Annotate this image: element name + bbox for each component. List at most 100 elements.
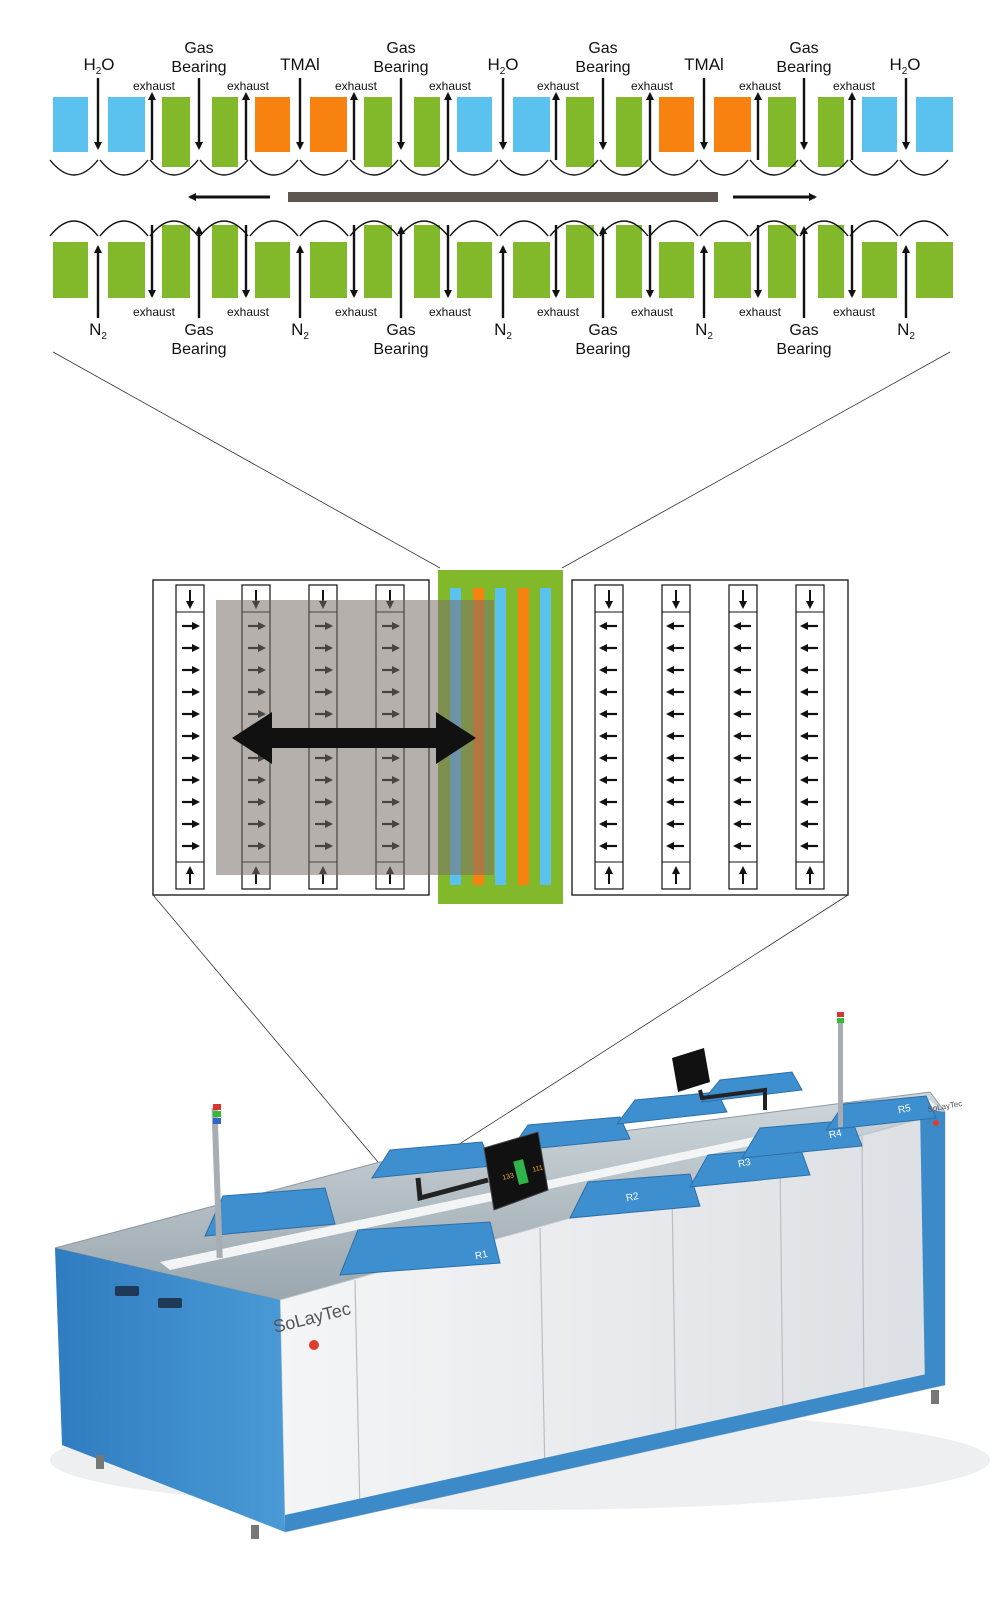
signal-tower-pole — [211, 1107, 223, 1259]
substrate-bar — [288, 192, 718, 202]
precursor-slot — [495, 588, 506, 885]
label-exhaust-bottom: exhaust — [227, 305, 270, 319]
monitor-readout-left: 133 — [502, 1172, 515, 1182]
reactor-lid — [339, 1221, 501, 1276]
signal-light-blue — [213, 1118, 221, 1124]
panel-seam — [861, 1135, 865, 1403]
reactor-lid — [569, 1173, 701, 1219]
n2-nozzle-bottom — [818, 225, 844, 298]
end-cap-vent — [158, 1298, 182, 1308]
precursor-slot — [540, 588, 551, 885]
label-exhaust-top: exhaust — [739, 79, 782, 93]
label-exhaust-bottom: exhaust — [631, 305, 674, 319]
label-gas-bottom: Gas — [789, 322, 818, 339]
signal-light-red — [213, 1104, 221, 1110]
bearing-nozzle-top — [162, 97, 190, 167]
bearing-nozzle-top — [768, 97, 796, 167]
machine-end-cap — [55, 1248, 285, 1532]
gas-flow-arc-top — [399, 159, 449, 176]
gas-flow-arc-bottom — [349, 220, 399, 237]
h2o-nozzle-top — [513, 97, 550, 152]
label-exhaust-bottom: exhaust — [833, 305, 876, 319]
gas-flow-arc-bottom — [249, 220, 299, 237]
label-exhaust-bottom: exhaust — [537, 305, 580, 319]
machine-end-cap-right — [920, 1108, 945, 1388]
n2-nozzle-bottom — [916, 242, 953, 298]
gas-flow-arc-top — [249, 159, 299, 176]
emergency-stop-button — [309, 1340, 319, 1350]
gas-flow-arc-bottom — [199, 220, 249, 237]
gas-flow-arc-bottom — [149, 220, 199, 237]
tmai-nozzle-top — [310, 97, 347, 152]
label-exhaust-bottom: exhaust — [739, 305, 782, 319]
gas-flow-arc-bottom — [799, 220, 849, 237]
label-h2o: H2O — [889, 55, 920, 77]
gas-flow-arc-bottom — [49, 220, 99, 237]
gas-flow-arc-top — [199, 159, 249, 176]
gas-flow-arc-top — [849, 159, 899, 176]
h2o-nozzle-top — [108, 97, 145, 152]
panel-seam — [354, 1279, 361, 1516]
reactor-label: R1 — [474, 1249, 489, 1263]
gas-lane — [795, 584, 825, 890]
right-wafer-box — [571, 579, 849, 896]
gas-flow-arc-bottom — [299, 220, 349, 237]
bearing-nozzle-top — [616, 97, 642, 167]
substrate-rail — [160, 1100, 936, 1270]
n2-nozzle-bottom — [659, 242, 694, 298]
gas-flow-arc-bottom — [499, 220, 549, 237]
n2-nozzle-bottom — [714, 242, 751, 298]
label-n2: N2 — [89, 320, 107, 342]
monitor-arm — [698, 1087, 767, 1110]
zoom-line-right — [561, 351, 951, 569]
gas-lane — [661, 584, 691, 890]
n2-nozzle-bottom — [414, 225, 440, 298]
gas-flow-arc-top — [349, 159, 399, 176]
n2-nozzle-bottom — [616, 225, 642, 298]
gas-flow-arc-bottom — [599, 220, 649, 237]
signal-light-green — [837, 1018, 844, 1023]
label-n2: N2 — [494, 320, 512, 342]
n2-nozzle-bottom — [862, 242, 897, 298]
h2o-nozzle-top — [916, 97, 953, 152]
gas-flow-arc-top — [49, 159, 99, 176]
label-exhaust-top: exhaust — [537, 79, 580, 93]
label-exhaust-bottom: exhaust — [133, 305, 176, 319]
gas-flow-arc-bottom — [899, 220, 949, 237]
n2-nozzle-bottom — [364, 225, 392, 298]
gas-flow-arc-top — [599, 159, 649, 176]
reactor-top-view — [152, 570, 849, 1163]
label-gas-top: Gas — [386, 40, 415, 57]
tmai-nozzle-top — [714, 97, 751, 152]
gas-flow-arc-top — [99, 159, 149, 176]
panel-seam — [539, 1227, 546, 1476]
zoom-line-right — [449, 894, 849, 1151]
gas-lane — [175, 584, 205, 890]
gas-flow-arc-top — [749, 159, 799, 176]
gas-flow-arc-top — [549, 159, 599, 176]
label-exhaust-top: exhaust — [227, 79, 270, 93]
h2o-nozzle-top — [862, 97, 897, 152]
bearing-nozzle-top — [364, 97, 392, 167]
gas-flow-arc-top — [699, 159, 749, 176]
label-n2: N2 — [291, 320, 309, 342]
precursor-slot — [518, 588, 529, 885]
gas-flow-arc-bottom — [99, 220, 149, 237]
label-tmai: TMAl — [280, 55, 320, 74]
label-gas-top: Gas — [588, 40, 617, 57]
tmai-nozzle-top — [659, 97, 694, 152]
label-bearing-bottom: Bearing — [171, 341, 226, 358]
gas-flow-arc-bottom — [849, 220, 899, 237]
control-monitor — [672, 1048, 710, 1092]
gas-flow-arc-bottom — [549, 220, 599, 237]
n2-nozzle-bottom — [255, 242, 290, 298]
label-bearing-top: Bearing — [776, 59, 831, 76]
machine-leg — [96, 1455, 104, 1469]
label-bearing-top: Bearing — [373, 59, 428, 76]
end-cap-vent — [115, 1286, 139, 1296]
panel-seam — [671, 1189, 677, 1446]
label-gas-bottom: Gas — [588, 322, 617, 339]
label-exhaust-top: exhaust — [133, 79, 176, 93]
gas-lane — [728, 584, 758, 890]
